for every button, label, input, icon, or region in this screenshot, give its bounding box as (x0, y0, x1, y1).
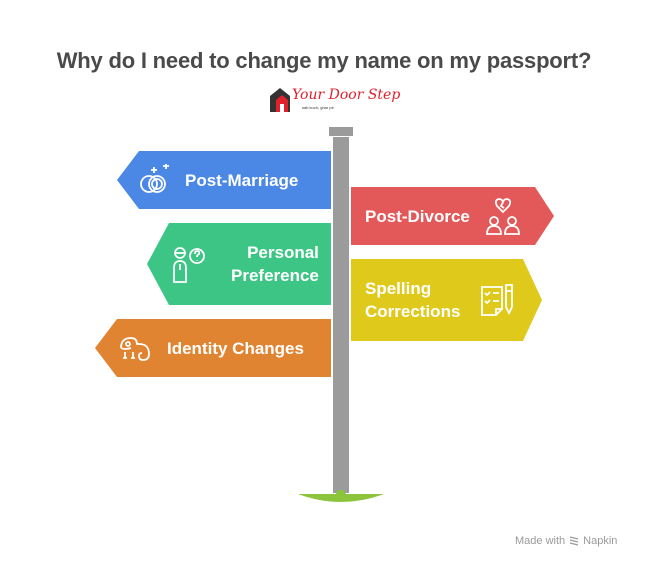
napkin-watermark: Made with Napkin (515, 535, 618, 547)
sign-label-line2: Preference (231, 266, 319, 285)
sign-identity-changes: Identity Changes (95, 319, 331, 377)
sign-label: Post-Divorce (365, 206, 470, 226)
wedding-rings-icon (140, 164, 169, 193)
sign-post-divorce: Post-Divorce (351, 187, 554, 245)
signpost-cap (329, 127, 353, 136)
napkin-logo-icon (569, 536, 579, 546)
signpost-pole (333, 137, 349, 493)
house-icon (270, 88, 290, 112)
sign-label-line2: Corrections (365, 302, 461, 321)
broken-heart-couple-icon (485, 198, 520, 235)
grass-ground-icon (298, 490, 384, 502)
sign-personal-preference: Personal Preference (147, 223, 331, 305)
sign-label-line1: Spelling (365, 279, 432, 298)
sign-label: Identity Changes (167, 338, 304, 358)
sign-label-line1: Personal (247, 243, 319, 262)
sign-post-marriage: Post-Marriage (117, 151, 331, 209)
your-door-step-logo: Your Door Step sab kuch, ghar pe (268, 86, 400, 116)
sign-spelling-corrections: Spelling Corrections (351, 259, 542, 341)
page-title: Why do I need to change my name on my pa… (56, 48, 592, 73)
sign-label: Post-Marriage (185, 170, 299, 190)
person-question-icon (173, 247, 205, 283)
checklist-pen-icon (481, 284, 514, 316)
chameleon-icon (120, 337, 150, 361)
